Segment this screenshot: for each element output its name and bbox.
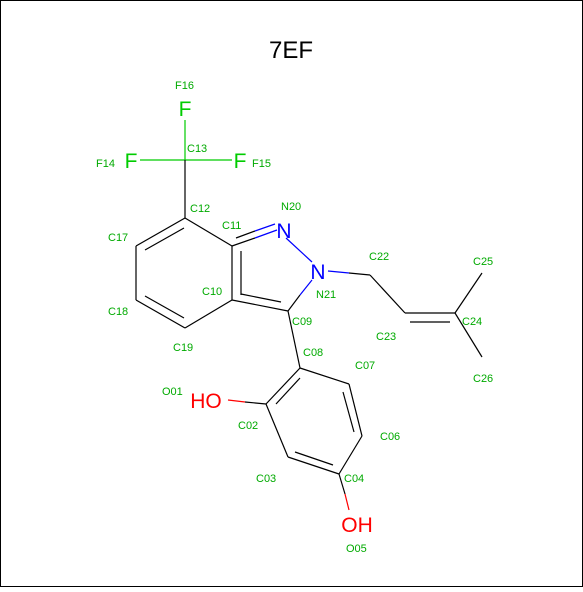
bond-c02-o01 (244, 401, 267, 405)
bond-c09-c10 (231, 299, 289, 312)
atom-label-c22: C22 (369, 251, 389, 263)
atom-labels: F16 C13 F14 F15 C12 N20 C11 C17 C22 C25 … (96, 80, 493, 555)
bonds (135, 120, 483, 511)
atom-label-c08: C08 (303, 347, 323, 359)
atom-label-c06: C06 (380, 431, 400, 443)
bond-c11-n20 (231, 237, 256, 247)
bond-c03-c02 (265, 403, 289, 458)
bond-c04-o05-o (344, 493, 350, 511)
atom-symbol-f15: F (234, 150, 247, 173)
bond-n21-c22 (348, 272, 371, 276)
bond-c11-n20-double-n (254, 223, 276, 232)
atom-symbol-n21: N (310, 261, 325, 284)
bond-c11-n20-n (254, 229, 278, 239)
bond-c02-c08-inner (275, 377, 301, 405)
atom-label-c02: C02 (238, 420, 258, 432)
atom-label-c03: C03 (256, 473, 276, 485)
bond-c22-c23 (369, 274, 406, 314)
atom-label-n21: N21 (316, 289, 336, 301)
atom-label-o05: O05 (346, 543, 367, 555)
bond-c12-c11 (184, 217, 233, 247)
atom-label-n20: N20 (281, 201, 301, 213)
atom-label-c26: C26 (473, 373, 493, 385)
atom-label-f14: F14 (96, 158, 115, 170)
bond-c24-c26 (454, 312, 483, 358)
bond-n21-c09-n (299, 279, 313, 296)
bond-c11-n20-double (235, 230, 256, 239)
bond-c19-c10 (184, 299, 233, 329)
atom-symbol-o05: OH (341, 514, 373, 537)
atom-symbol-f16: F (179, 98, 192, 121)
bond-c02-c08 (265, 367, 301, 405)
bond-c02-o01-o (227, 399, 246, 403)
atom-label-c11: C11 (222, 220, 241, 232)
bond-c09-c10-inner (240, 293, 282, 303)
bond-c07-c06 (348, 383, 363, 437)
atom-label-c24: C24 (462, 316, 482, 328)
atom-label-c19: C19 (173, 342, 193, 354)
atom-label-c13: C13 (187, 143, 207, 155)
bond-c18-c19-inner (144, 295, 185, 319)
bond-n21-c22-n (327, 270, 350, 274)
bond-c07-c06-inner (342, 391, 355, 433)
atom-label-c23: C23 (376, 331, 396, 343)
atom-label-c10: C10 (202, 286, 222, 298)
atom-symbol-o01: HO (190, 390, 222, 413)
atom-label-f15: F15 (252, 158, 271, 170)
bond-c09-c08 (287, 310, 301, 369)
atom-label-o01: O01 (162, 386, 183, 398)
element-symbols: F F F N N HO OH (125, 98, 373, 537)
atom-label-c25: C25 (473, 256, 493, 268)
molecule-title: 7EF (269, 37, 313, 64)
bond-n21-c09 (287, 294, 301, 312)
atom-symbol-n20: N (276, 220, 291, 243)
bond-c04-c03-inner (294, 451, 334, 466)
bond-c24-c25 (454, 272, 483, 314)
atom-label-c17: C17 (108, 232, 128, 244)
atom-label-c09: C09 (292, 316, 312, 328)
atom-label-c07: C07 (355, 360, 375, 372)
bond-c06-c04 (338, 435, 363, 475)
atom-label-c18: C18 (108, 306, 128, 318)
bond-n20-n21 (285, 237, 313, 263)
bond-c04-c03 (287, 456, 340, 475)
atom-label-c04: C04 (344, 473, 364, 485)
bond-c12-c17 (135, 217, 186, 247)
bond-c08-c07 (299, 367, 350, 385)
atom-label-f16: F16 (175, 80, 194, 92)
bond-c04-o05 (338, 473, 346, 495)
bond-c18-c19 (135, 299, 186, 329)
bond-c12-c17-inner (144, 227, 185, 251)
atom-label-c12: C12 (190, 203, 210, 215)
atom-symbol-f14: F (125, 150, 138, 173)
